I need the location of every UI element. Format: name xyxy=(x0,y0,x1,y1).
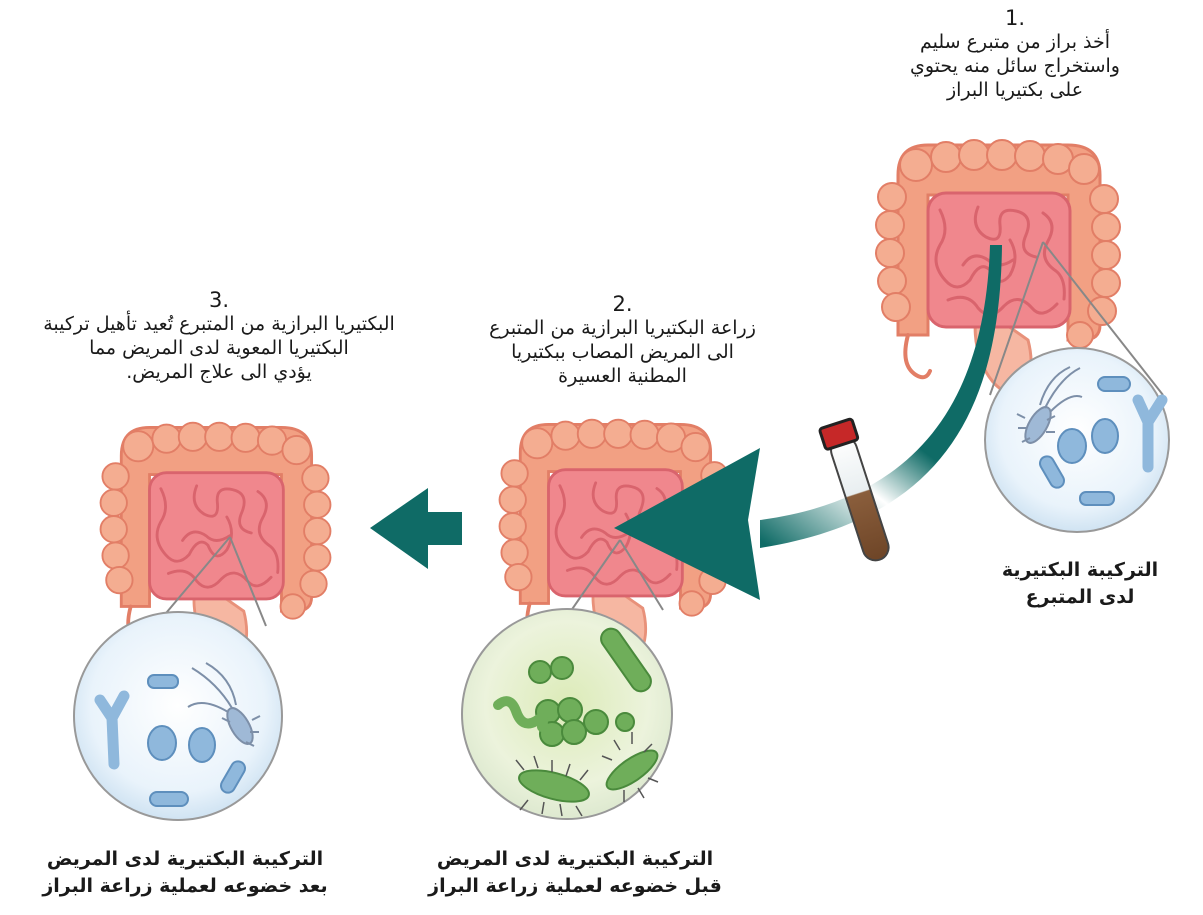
bacterium-coccus xyxy=(148,726,176,760)
bacterium-coccus xyxy=(189,728,215,762)
step-3-line-2: البكتيريا المعوية لدى المريض مما xyxy=(0,336,438,360)
bacterium-coccus xyxy=(551,657,573,679)
bacterium-coccus xyxy=(616,713,634,731)
after-label-line-1: التركيبة البكتيرية لدى المريض xyxy=(30,846,340,873)
bacterium-coccus xyxy=(562,720,586,744)
step-1-number: 1. xyxy=(855,6,1175,30)
step-3-number: 3. xyxy=(0,288,438,312)
bacterium-coccus xyxy=(584,710,608,734)
bacterium-coccus xyxy=(1058,429,1086,463)
step-1-line-1: أخذ براز من متبرع سليم xyxy=(855,30,1175,54)
donor-label-line-2: لدى المتبرع xyxy=(985,584,1175,611)
bacterium-rod xyxy=(1080,492,1114,505)
step-1-line-3: على بكتيريا البراز xyxy=(855,78,1175,102)
bacterium-coccus xyxy=(1092,419,1118,453)
after-label: التركيبة البكتيرية لدى المريض بعد خضوعه … xyxy=(30,846,340,900)
before-bacteria-lens xyxy=(462,609,672,819)
step-2-line-3: المطنية العسيرة xyxy=(450,364,795,388)
step-2-line-2: الى المريض المصاب ببكتيريا xyxy=(450,340,795,364)
after-label-line-2: بعد خضوعه لعملية زراعة البراز xyxy=(30,873,340,900)
before-label: التركيبة البكتيرية لدى المريض قبل خضوعه … xyxy=(420,846,730,900)
step-1-line-2: واستخراج سائل منه يحتوي xyxy=(855,54,1175,78)
bacterium-rod xyxy=(1098,377,1130,391)
step-3-line-1: البكتيريا البرازية من المتبرع تُعيد تأهي… xyxy=(0,312,438,336)
before-label-line-1: التركيبة البكتيرية لدى المريض xyxy=(420,846,730,873)
step-1-caption: 1. أخذ براز من متبرع سليم واستخراج سائل … xyxy=(855,6,1175,102)
step-2-number: 2. xyxy=(450,292,795,316)
donor-bacteria-lens xyxy=(985,348,1169,532)
step-3-caption: 3. البكتيريا البرازية من المتبرع تُعيد ت… xyxy=(0,288,438,384)
step-2-line-1: زراعة البكتيريا البرازية من المتبرع xyxy=(450,316,795,340)
bacterium-rod xyxy=(150,792,188,806)
bacterium-coccus xyxy=(529,661,551,683)
before-label-line-2: قبل خضوعه لعملية زراعة البراز xyxy=(420,873,730,900)
after-bacteria-lens xyxy=(74,612,282,820)
step-2-caption: 2. زراعة البكتيريا البرازية من المتبرع ا… xyxy=(450,292,795,388)
donor-label-line-1: التركيبة البكتيرية xyxy=(985,557,1175,584)
bacterium-coccus xyxy=(558,698,582,722)
progress-arrow xyxy=(370,488,462,569)
bacterium-rod xyxy=(148,675,178,688)
donor-label: التركيبة البكتيرية لدى المتبرع xyxy=(985,557,1175,611)
step-3-line-3: يؤدي الى علاج المريض. xyxy=(0,360,438,384)
